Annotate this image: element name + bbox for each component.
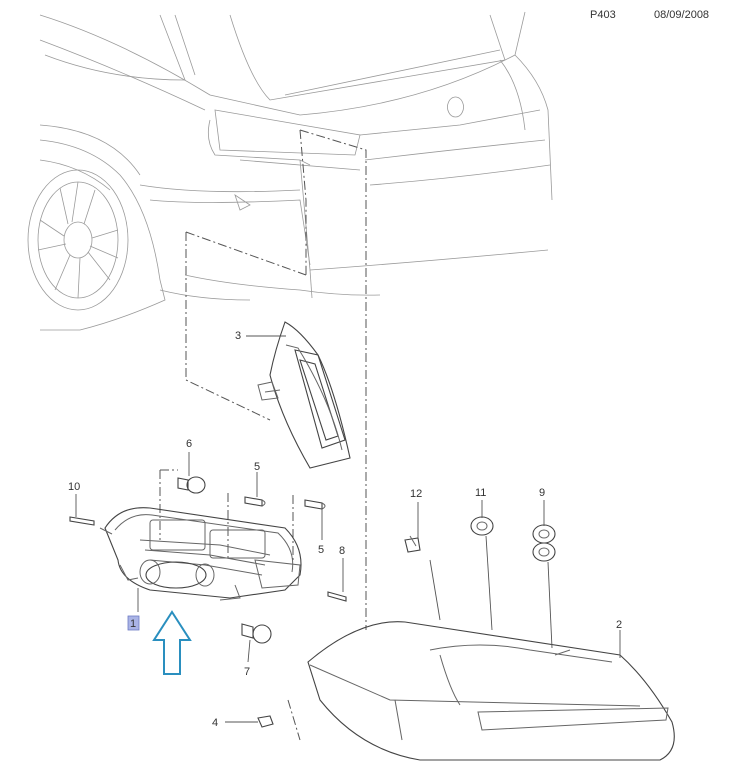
callout-12: 12 [410,488,422,500]
car-body [27,11,553,331]
callout-7: 7 [244,666,250,678]
callout-5-lower: 5 [318,544,324,556]
leader-lines [75,335,621,723]
grommet-part-11 [470,516,494,536]
bulb-part-7 [241,623,272,644]
callouts: 1 2 3 4 5 5 6 7 8 9 10 11 12 [68,330,622,729]
page-code: P403 [590,9,616,21]
callout-1: 1 [130,618,136,630]
up-arrow-icon [152,610,192,675]
callout-11: 11 [475,487,486,499]
screw-part-10 [69,516,95,526]
callout-8: 8 [339,545,345,557]
assembly-lines [159,129,367,741]
bulb-part-5-lower [304,499,326,510]
nut-part-4 [257,715,274,728]
callout-6: 6 [186,438,192,450]
bulb-part-5-upper [244,496,266,507]
callout-3: 3 [235,330,241,342]
lamp-housing-part-1 [99,507,302,601]
callout-1-highlight [127,615,140,631]
lamp-lens-part-2 [307,621,675,761]
callout-2: 2 [616,619,622,631]
seal-part-9 [532,524,556,562]
callout-5-upper: 5 [254,461,260,473]
bulb-part-6 [177,476,206,494]
callout-9: 9 [539,487,545,499]
screw-part-8 [327,591,347,602]
callout-10: 10 [68,481,80,493]
callout-4: 4 [212,717,218,729]
diagram-date: 08/09/2008 [654,9,710,21]
inner-lamp-part-3 [257,321,351,469]
clip-part-12 [404,535,421,553]
